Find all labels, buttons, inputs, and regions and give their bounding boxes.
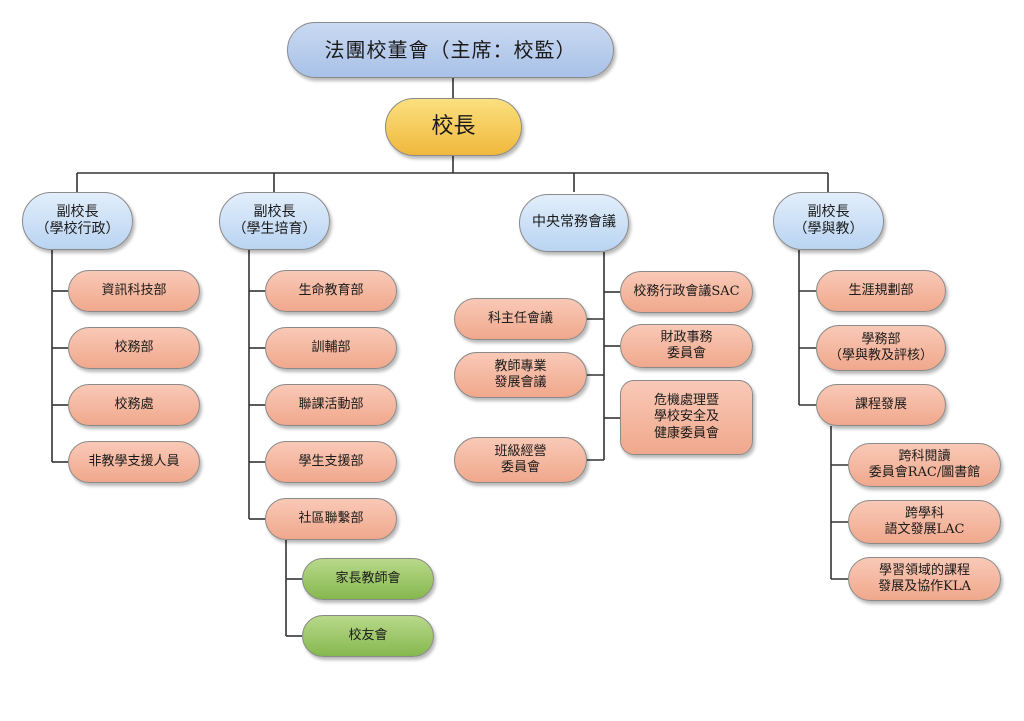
student-unit: 生命教育部 [265, 270, 397, 312]
central-right-unit: 財政事務 委員會 [620, 324, 753, 368]
central-right-unit: 危機處理暨 學校安全及 健康委員會 [620, 380, 753, 455]
central-left-unit: 班級經營 委員會 [454, 437, 587, 483]
admin-unit: 校務處 [68, 384, 200, 426]
student-unit: 訓輔部 [265, 327, 397, 369]
central-left-unit: 科主任會議 [454, 298, 587, 340]
admin-unit: 資訊科技部 [68, 270, 200, 312]
student-unit: 聯課活動部 [265, 384, 397, 426]
central-left-unit: 教師專業 發展會議 [454, 352, 587, 398]
partner-node: 家長教師會 [302, 558, 434, 600]
curriculum-sub-unit: 學習領域的課程 發展及協作KLA [848, 557, 1001, 601]
vp-admin-node: 副校長 （學校行政） [22, 192, 133, 250]
curriculum-sub-unit: 跨學科 語文發展LAC [848, 500, 1001, 544]
vp-learning-node: 副校長 （學與教） [773, 192, 884, 250]
principal-node: 校長 [385, 98, 522, 156]
learning-unit: 生涯規劃部 [816, 270, 946, 312]
admin-unit: 校務部 [68, 327, 200, 369]
central-right-unit: 校務行政會議SAC [620, 271, 753, 313]
partner-node: 校友會 [302, 615, 434, 657]
learning-unit: 課程發展 [816, 384, 946, 426]
learning-unit: 學務部 （學與教及評核） [816, 325, 946, 371]
student-unit: 學生支援部 [265, 441, 397, 483]
vp-student-node: 副校長 （學生培育） [219, 192, 330, 250]
board-node: 法團校董會（主席：校監） [287, 22, 614, 78]
student-unit: 社區聯繫部 [265, 498, 397, 540]
admin-unit: 非教學支援人員 [68, 441, 200, 483]
curriculum-sub-unit: 跨科閱讀 委員會RAC/圖書館 [848, 443, 1001, 487]
central-meeting-node: 中央常務會議 [519, 194, 629, 252]
